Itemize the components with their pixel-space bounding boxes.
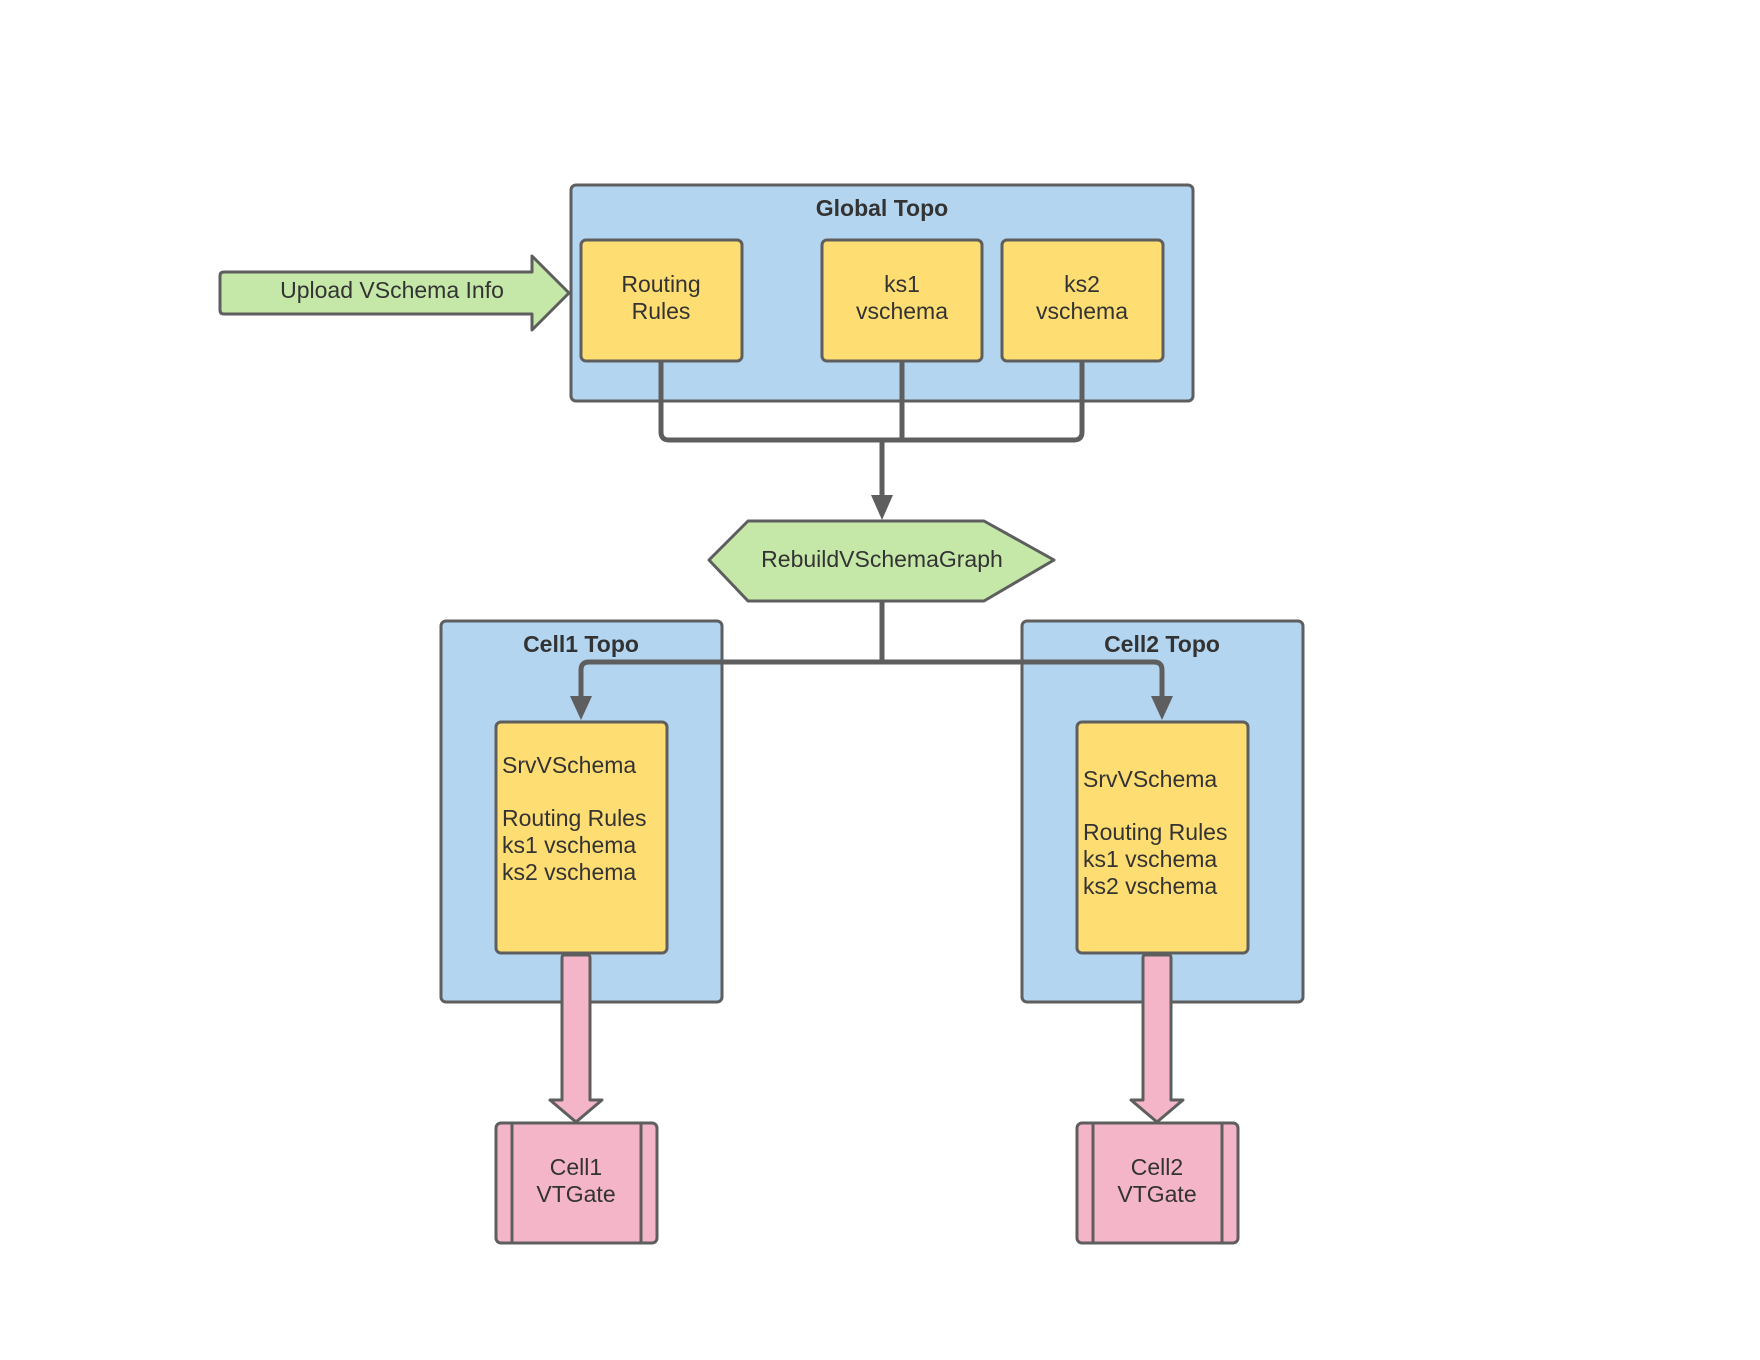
routing-rules-label-line2: Rules: [632, 298, 691, 324]
cell2-srv-vschema-rect: [1075, 720, 1250, 955]
cell1-connector: [578, 659, 882, 700]
cell2-arrowhead: [1151, 696, 1173, 720]
ks2-connector: [882, 362, 1085, 443]
global-topo-title: Global Topo: [816, 195, 948, 221]
cell2-topo-title: Cell2 Topo: [1104, 631, 1220, 657]
upload-arrow-label: Upload VSchema Info: [280, 277, 504, 303]
upload-arrow-shape: [218, 254, 571, 332]
cell1-vtgate-box[interactable]: Cell1 VTGate: [494, 1121, 659, 1245]
ks1-vschema-label-line1: ks1: [884, 271, 920, 297]
ks2-vschema-label-line2: vschema: [1036, 298, 1128, 324]
ks2-vschema-rect: [1000, 238, 1165, 363]
cell2-srv-vschema-heading: SrvVSchema: [1083, 766, 1217, 792]
cell2-vtgate-label-line1: Cell2: [1131, 1154, 1183, 1180]
cell2-srv-vschema-line3: ks2 vschema: [1083, 873, 1217, 899]
routing-rules-box[interactable]: Routing Rules: [579, 238, 744, 363]
cell2-vtgate-rect: [1075, 1121, 1240, 1245]
ks2-vschema-label-line1: ks2: [1064, 271, 1100, 297]
cell1-vtgate-label-line1: Cell1: [550, 1154, 602, 1180]
ks1-vschema-box[interactable]: ks1 vschema: [820, 238, 984, 363]
cell1-topo-title: Cell1 Topo: [523, 631, 639, 657]
routing-rules-connector: [658, 362, 882, 443]
cell1-srv-vschema-line1: Routing Rules: [502, 805, 646, 831]
cell1-arrowhead: [570, 696, 592, 720]
cell1-srv-vschema-rect: [494, 720, 669, 955]
ks2-vschema-box[interactable]: ks2 vschema: [1000, 238, 1165, 363]
rebuild-hexagon: [707, 519, 1056, 603]
cell1-srv-vschema-box[interactable]: SrvVSchema Routing Rules ks1 vschema ks2…: [494, 720, 669, 955]
merge-arrowhead: [871, 495, 893, 520]
cell2-srv-vschema-line2: ks1 vschema: [1083, 846, 1217, 872]
rebuild-vschema-graph-node[interactable]: RebuildVSchemaGraph: [707, 519, 1056, 603]
cell1-srv-vschema-line3: ks2 vschema: [502, 859, 636, 885]
cell1-vtgate-label-line2: VTGate: [536, 1181, 615, 1207]
cell2-vtgate-label-line2: VTGate: [1117, 1181, 1196, 1207]
cell1-srv-vschema-line2: ks1 vschema: [502, 832, 636, 858]
cell1-vtgate-rect: [494, 1121, 659, 1245]
routing-rules-rect: [579, 238, 744, 363]
ks1-vschema-label-line2: vschema: [856, 298, 948, 324]
upload-vschema-arrow[interactable]: Upload VSchema Info: [218, 254, 571, 332]
cell2-connector: [882, 659, 1165, 700]
cell1-srv-vschema-heading: SrvVSchema: [502, 752, 636, 778]
routing-rules-label-line1: Routing: [621, 271, 700, 297]
cell1-vtgate-arrow: [548, 953, 604, 1124]
cell2-srv-vschema-box[interactable]: SrvVSchema Routing Rules ks1 vschema ks2…: [1075, 720, 1250, 955]
rebuild-to-cells-connectors: [578, 601, 1165, 700]
rebuild-label: RebuildVSchemaGraph: [761, 546, 1003, 572]
ks1-vschema-rect: [820, 238, 984, 363]
cell2-srv-vschema-line1: Routing Rules: [1083, 819, 1227, 845]
cell2-vtgate-arrow: [1129, 953, 1185, 1124]
cell2-vtgate-box[interactable]: Cell2 VTGate: [1075, 1121, 1240, 1245]
